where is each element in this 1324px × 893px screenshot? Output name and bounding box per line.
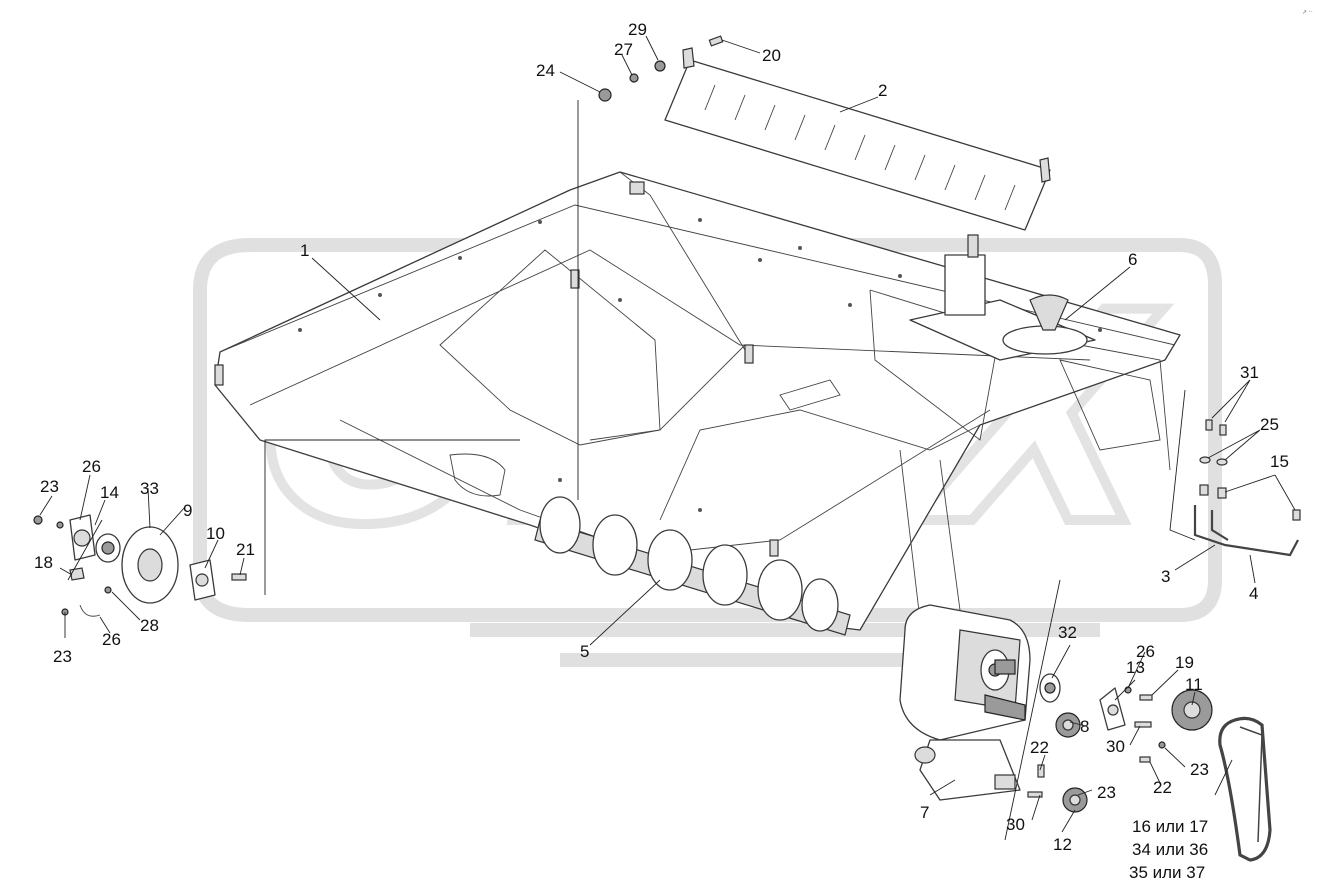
callout-6: 6 [1128,250,1137,269]
callout-11: 11 [1185,675,1203,694]
auger [534,496,851,636]
right-drive-parts [1027,673,1272,862]
callout-15: 15 [1270,452,1289,471]
callout-32: 32 [1058,623,1077,642]
callout-20: 20 [762,46,781,65]
callout-29: 29 [628,20,647,39]
leader-lines [39,35,1296,841]
callout-2: 2 [878,81,887,100]
callout-23-d: 23 [1097,783,1116,802]
callout-22-b: 22 [1153,778,1172,797]
callout-27: 27 [614,40,633,59]
callout-23-b: 23 [53,647,72,666]
callout-19: 19 [1175,653,1194,672]
callout-22-a: 22 [1030,738,1049,757]
callout-26-b: 26 [102,630,121,649]
callout-18: 18 [34,553,53,572]
callout-labels: 1 2 3 4 5 6 7 8 9 10 11 12 13 14 15 18 1… [34,9,1313,882]
callout-12: 12 [1053,835,1072,854]
callout-31: 31 [1240,363,1259,382]
callout-14: 14 [100,483,119,502]
callout-30-a: 30 [1006,815,1025,834]
callout-9: 9 [183,501,192,520]
belt-variant-1: 16 или 17 [1132,817,1208,836]
callout-30-b: 30 [1106,737,1125,756]
hopper [909,234,1096,361]
belt-variant-2: 34 или 36 [1132,840,1208,859]
callout-23-a: 23 [40,477,59,496]
callout-13: 13 [1126,658,1145,677]
callout-5: 5 [580,642,589,661]
callout-23-c: 23 [1190,760,1209,779]
callout-10: 10 [206,524,225,543]
callout-26-c: 26 [1136,642,1155,661]
callout-3: 3 [1161,567,1170,586]
callout-7: 7 [920,803,929,822]
callout-1: 1 [300,241,309,260]
top-fasteners [598,35,724,102]
gearbox [899,604,1031,801]
lubrication-line [1193,419,1301,557]
callout-25: 25 [1260,415,1279,434]
callout-28: 28 [140,616,159,635]
callout-8: 8 [1080,717,1089,736]
callout-24: 24 [536,61,555,80]
callout-33: 33 [140,479,159,498]
corner-mark: ↗ ·· [1302,9,1313,16]
cover-plate [664,47,1051,231]
callout-21: 21 [236,540,255,559]
callout-4: 4 [1249,584,1258,603]
callout-26-a: 26 [82,457,101,476]
belt-variant-3: 35 или 37 [1129,863,1205,882]
